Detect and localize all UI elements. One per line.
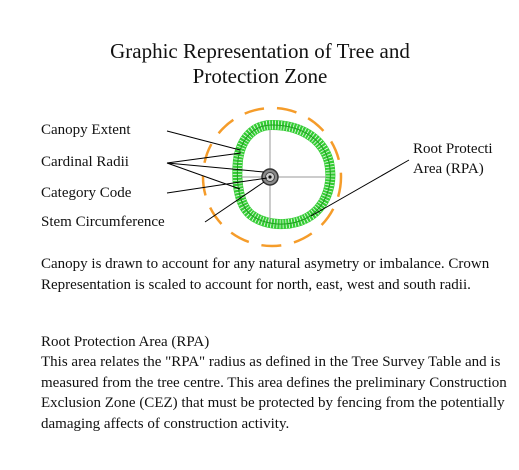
- label-rpa-line-2: Area (RPA): [413, 161, 484, 177]
- canopy-paragraph: Canopy is drawn to account for any natur…: [41, 256, 490, 293]
- label-stem-circumference: Stem Circumference: [41, 214, 165, 230]
- tree-diagram: [166, 106, 410, 248]
- label-category-code: Category Code: [41, 185, 132, 201]
- leader-category: [166, 177, 268, 194]
- leader-canopy: [166, 130, 241, 151]
- label-rpa-line-1: Root Protecti: [413, 141, 493, 157]
- rpa-circle: [201, 106, 343, 248]
- leader-radii-2: [166, 162, 265, 173]
- leader-stem: [204, 181, 265, 223]
- diagram-title-line-1: Graphic Representation of Tree and: [110, 39, 410, 63]
- leader-radii-1: [166, 152, 242, 164]
- category-code-dot: [268, 175, 272, 179]
- label-canopy-extent: Canopy Extent: [41, 122, 131, 138]
- leader-rpa: [310, 159, 410, 217]
- rpa-heading: Root Protection Area (RPA): [41, 334, 210, 350]
- rpa-paragraph: This area relates the "RPA" radius as de…: [41, 354, 507, 432]
- diagram-title-line-2: Protection Zone: [192, 64, 328, 88]
- leader-radii-3: [166, 162, 241, 190]
- label-cardinal-radii: Cardinal Radii: [41, 154, 129, 170]
